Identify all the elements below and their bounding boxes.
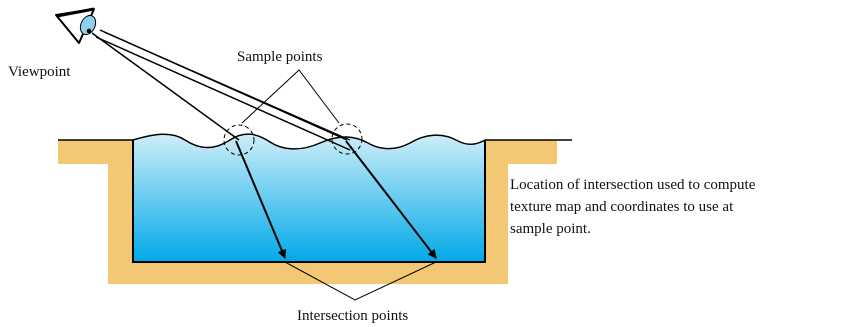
- note-line-2: texture map and coordinates to use at: [510, 199, 734, 215]
- note-line-1: Location of intersection used to compute: [510, 177, 756, 193]
- ray-to-sample-left: [92, 33, 239, 140]
- note-line-3: sample point.: [510, 221, 591, 237]
- water-body: [133, 134, 485, 262]
- eye-icon: [56, 9, 99, 43]
- viewpoint-label: Viewpoint: [8, 64, 71, 80]
- intersection-points-label: Intersection points: [297, 308, 408, 324]
- sample-points-label: Sample points: [237, 49, 323, 65]
